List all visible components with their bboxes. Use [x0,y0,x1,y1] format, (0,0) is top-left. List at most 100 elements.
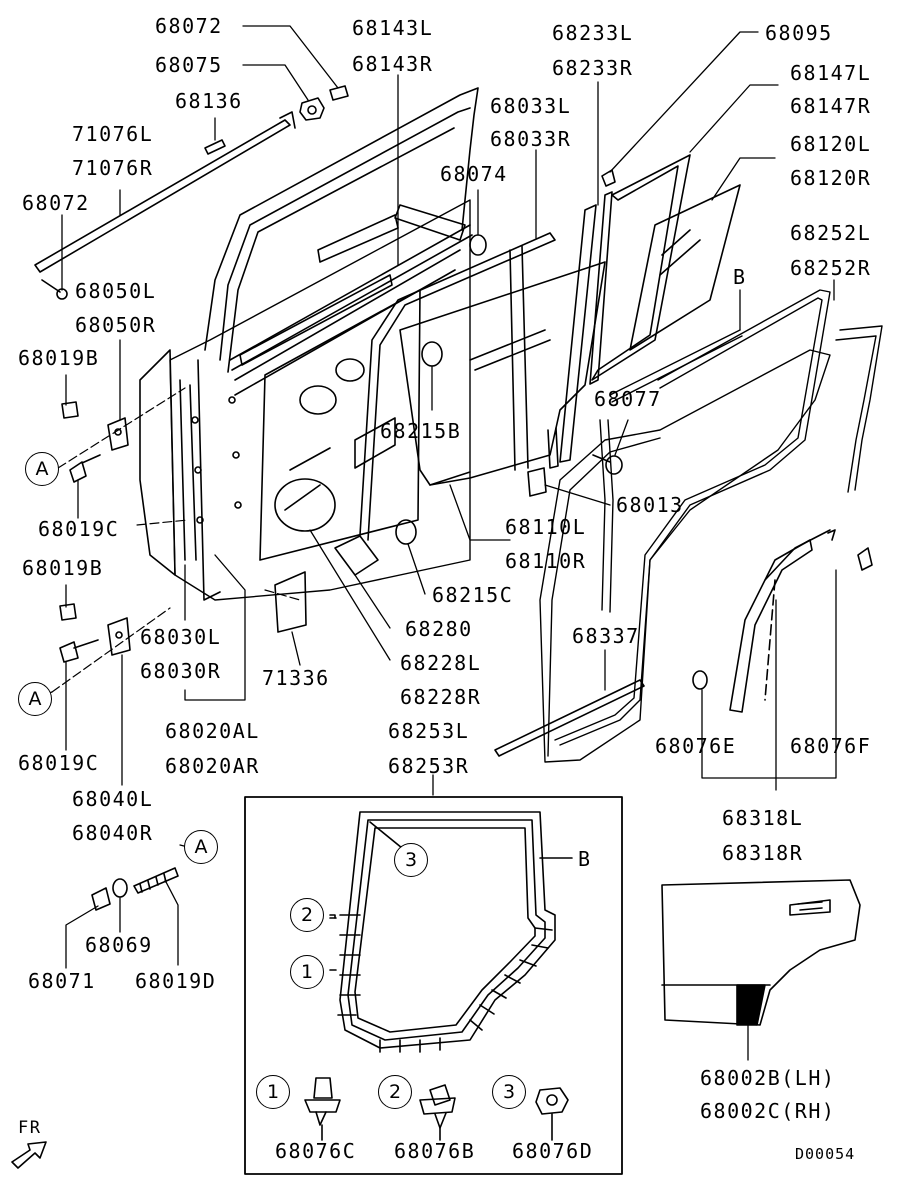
inset-detail-box [244,796,623,1175]
label-68110L: 68110L [505,515,587,539]
label-68076D: 68076D [512,1139,594,1163]
label-68076E: 68076E [655,734,737,758]
label-68076B: 68076B [394,1139,476,1163]
hinge-upper-68050 [107,417,129,451]
cover-71336 [274,571,307,633]
inset-marker-3-seal: 3 [394,843,428,877]
quarter-glass-68120 [629,184,741,351]
label-B-top: B [733,265,747,289]
clip-68136 [204,139,226,155]
label-68033L: 68033L [490,94,572,118]
label-68002C: 68002C(RH) [700,1099,836,1123]
label-68030L: 68030L [140,625,222,649]
label-68076C: 68076C [275,1139,357,1163]
label-68072-mid: 68072 [22,191,90,215]
label-68019B-lower: 68019B [22,556,104,580]
front-label: FR [18,1118,42,1138]
label-68147L: 68147L [790,61,872,85]
weatherstrip-68252 [554,289,831,746]
pad-68280 [334,535,379,576]
label-68233R: 68233R [552,56,634,80]
bolt-68077 [592,454,623,475]
label-68050R: 68050R [75,313,157,337]
inset-marker-1-seal: 1 [290,955,324,989]
screw-68072-top [329,85,349,101]
lower-bolt-set [91,867,179,911]
label-71076L: 71076L [72,122,154,146]
callout-a-upper: A [25,452,59,486]
leader-lines [34,25,837,1061]
label-68337: 68337 [572,624,640,648]
strip-68337 [494,679,645,757]
label-68077: 68077 [594,387,662,411]
label-68030R: 68030R [140,659,222,683]
label-68020AR: 68020AR [165,754,260,778]
label-68318R: 68318R [722,841,804,865]
diagram-code: D00054 [795,1145,856,1163]
run-channel-68033 [359,232,556,541]
label-68071: 68071 [28,969,96,993]
bracket-68013 [527,467,547,497]
body-side-sketch [661,879,861,1026]
label-68040L: 68040L [72,787,154,811]
label-68013: 68013 [616,493,684,517]
screw-68072-mid [41,279,68,300]
label-68147R: 68147R [790,94,872,118]
label-68040R: 68040R [72,821,154,845]
door-sash-frame [197,87,479,601]
label-68072-top: 68072 [155,14,223,38]
label-68215B: 68215B [380,419,462,443]
label-71336: 71336 [262,666,330,690]
label-68280: 68280 [405,617,473,641]
label-68076F: 68076F [790,734,872,758]
clip-68076b [419,1084,456,1141]
division-bar-68233 [547,204,597,469]
label-68019C-upper: 68019C [38,517,120,541]
ref-dashes [51,387,301,693]
label-68074: 68074 [440,162,508,186]
belt-molding-71076 [34,111,296,273]
label-68215C: 68215C [432,583,514,607]
label-68253R: 68253R [388,754,470,778]
label-68252L: 68252L [790,221,872,245]
clip-68076c [304,1077,341,1141]
label-68050L: 68050L [75,279,157,303]
bolts [59,401,101,663]
label-68253L: 68253L [388,719,470,743]
label-68033R: 68033R [490,127,572,151]
label-71076R: 71076R [72,156,154,180]
label-68019C-lower: 68019C [18,751,100,775]
label-68228R: 68228R [400,685,482,709]
weatherstrip-68253 [539,325,883,763]
label-68252R: 68252R [790,256,872,280]
quarter-weatherstrip-68147 [589,154,691,385]
label-68069: 68069 [85,933,153,957]
label-68019B-upper: 68019B [18,346,100,370]
label-68110R: 68110R [505,549,587,573]
label-68020AL: 68020AL [165,719,260,743]
door-inner-panel [139,199,471,601]
clip-68076d [535,1087,569,1141]
label-68136: 68136 [175,89,243,113]
hinge-lower-68040 [107,617,131,656]
label-68143L: 68143L [352,16,434,40]
label-68002B: 68002B(LH) [700,1066,836,1090]
callout-a-lower: A [18,682,52,716]
regulator-rails [229,204,473,371]
plug-68074 [469,234,487,256]
nut-68075 [299,97,325,121]
label-68019D: 68019D [135,969,217,993]
callout-a-bolt: A [184,830,218,864]
label-68120R: 68120R [790,166,872,190]
label-68318L: 68318L [722,806,804,830]
rear-garnish-68318 [692,529,873,713]
label-68120L: 68120L [790,132,872,156]
label-68075: 68075 [155,53,223,77]
inset-marker-2-seal: 2 [290,898,324,932]
label-68228L: 68228L [400,651,482,675]
front-arrow-icon [11,1141,47,1169]
label-68143R: 68143R [352,52,434,76]
label-68233L: 68233L [552,21,634,45]
